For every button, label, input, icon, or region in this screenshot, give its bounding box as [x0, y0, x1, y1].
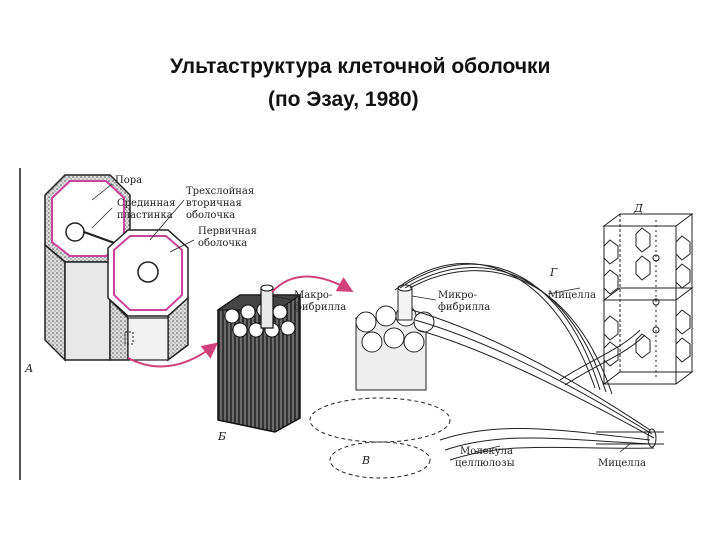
- panel-letter-a: А: [24, 362, 33, 375]
- label-perv-2: оболочка: [198, 238, 247, 249]
- panel-d-lattice: [602, 213, 694, 385]
- label-mikro-1: Микро-: [438, 290, 477, 301]
- panel-letter-v: В: [361, 454, 370, 467]
- arrow-b-to-v: [271, 275, 354, 293]
- panel-a-cells: [44, 174, 189, 362]
- diagram-subtitle: (по Эзау, 1980): [268, 88, 419, 111]
- panel-a-label-lines: [91, 183, 195, 253]
- label-pora: Пора: [115, 175, 142, 186]
- label-micella-bottom: Мицелла: [598, 458, 646, 469]
- diagram-title: Ультаструктура клеточной оболочки: [170, 55, 551, 78]
- label-molekula-2: целлюлозы: [455, 458, 515, 469]
- label-micella-g: Мицелла: [548, 290, 596, 301]
- arrow-a-to-b: [127, 342, 219, 368]
- label-srednyaya-2: пластинка: [117, 210, 173, 221]
- panel-letter-b: Б: [217, 430, 226, 443]
- panel-v-microfibrils: [309, 284, 451, 479]
- label-srednyaya-1: Срединная: [117, 198, 175, 209]
- label-trekh-1: Трехслойная: [186, 186, 254, 197]
- cell-wall-diagram: А Пора Срединная пластинка Трехслойная в…: [24, 174, 694, 479]
- label-trekh-2: вторичная: [186, 198, 242, 209]
- panel-g-strands: [394, 262, 655, 461]
- label-perv-1: Первичная: [198, 226, 257, 237]
- panel-b-macrofibril: [216, 284, 302, 433]
- label-trekh-3: оболочка: [186, 210, 235, 221]
- label-molekula-1: Молекула: [460, 446, 513, 457]
- label-mikro-2: фибрилла: [438, 302, 490, 313]
- label-makro-b-1: Макро-: [294, 290, 332, 301]
- panel-letter-g: Г: [549, 266, 558, 279]
- left-edge-line: [19, 168, 21, 480]
- label-makro-b-2: фибрилла: [294, 302, 346, 313]
- panel-letter-d: Д: [633, 202, 644, 215]
